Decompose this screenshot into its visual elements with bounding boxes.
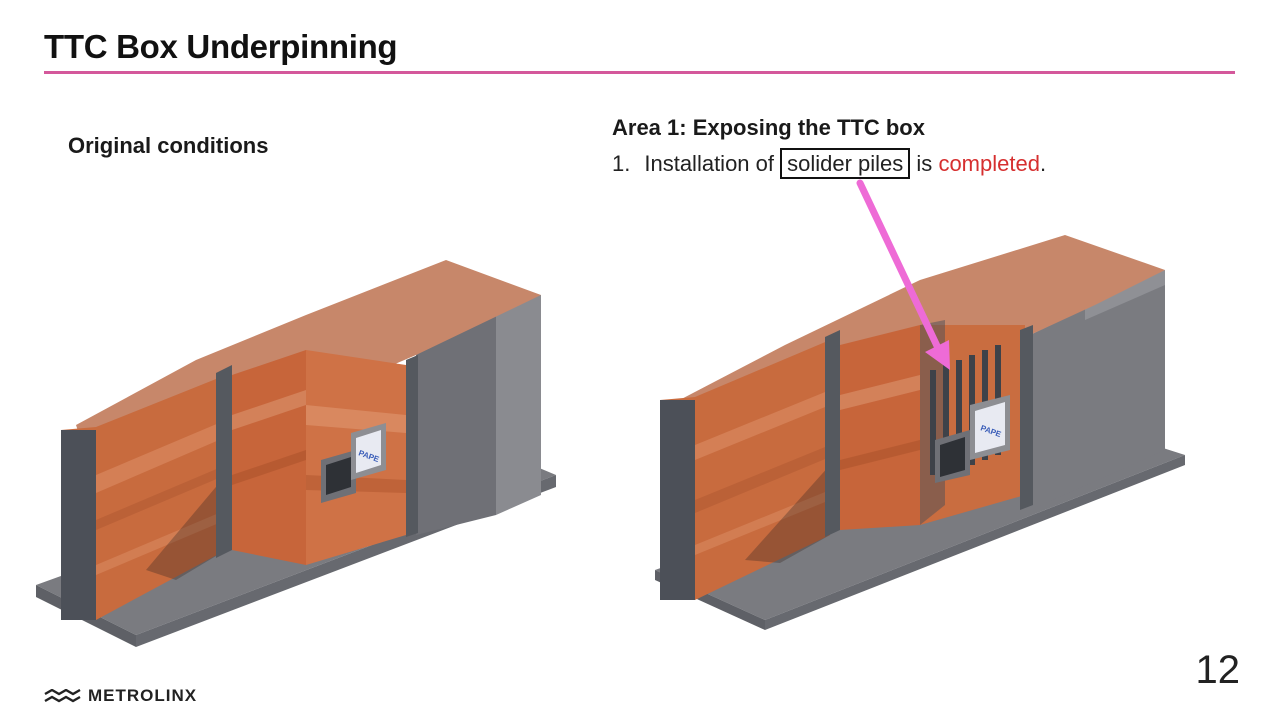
title-divider xyxy=(44,71,1235,74)
logo-text: METROLINX xyxy=(88,686,198,705)
boxed-term: solider piles xyxy=(780,148,911,179)
status-text: completed xyxy=(938,151,1040,176)
slide-title: TTC Box Underpinning xyxy=(44,28,398,65)
item-end: . xyxy=(1039,151,1047,176)
item-middle: is xyxy=(916,151,933,176)
exposing-box-render: PAPE xyxy=(655,235,1185,630)
item-prefix: Installation of xyxy=(644,151,774,176)
metrolinx-wave-icon xyxy=(44,689,81,703)
area-heading: Area 1: Exposing the TTC box xyxy=(612,115,925,140)
left-caption: Original conditions xyxy=(68,133,269,158)
tunnel-box-left: PAPE xyxy=(321,423,386,503)
list-number: 1. xyxy=(612,151,631,176)
original-conditions-render: PAPE xyxy=(36,260,556,647)
tunnel-box-right: PAPE xyxy=(935,395,1010,483)
metrolinx-logo: METROLINX xyxy=(44,686,197,706)
list-item: 1. Installation of solider piles is compl… xyxy=(612,148,1047,179)
page-number: 12 xyxy=(1195,648,1241,692)
